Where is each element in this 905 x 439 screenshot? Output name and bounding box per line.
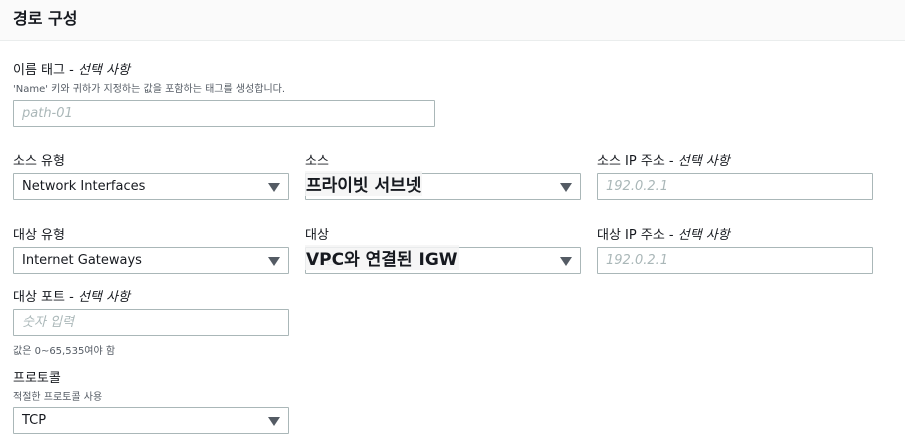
protocol-value: TCP bbox=[22, 413, 47, 428]
name-tag-input[interactable] bbox=[13, 100, 435, 127]
dest-type-value: Internet Gateways bbox=[22, 253, 142, 268]
protocol-select[interactable]: TCP bbox=[13, 407, 289, 434]
name-tag-label: 이름 태그 - 선택 사항 bbox=[13, 63, 130, 78]
dest-port-hint: 값은 0~65,535여야 함 bbox=[13, 346, 116, 357]
dest-label: 대상 bbox=[305, 228, 329, 243]
source-annotation: 프라이빗 서브넷 bbox=[305, 171, 423, 196]
source-type-label: 소스 유형 bbox=[13, 154, 65, 169]
dest-ip-input[interactable] bbox=[597, 247, 873, 274]
source-type-select[interactable]: Network Interfaces bbox=[13, 173, 289, 200]
dropdown-arrow-icon bbox=[560, 257, 572, 266]
source-ip-input[interactable] bbox=[597, 173, 873, 200]
page-title: 경로 구성 bbox=[13, 9, 78, 28]
dest-port-label: 대상 포트 - 선택 사항 bbox=[13, 290, 130, 305]
dropdown-arrow-icon bbox=[268, 257, 280, 266]
dropdown-arrow-icon bbox=[560, 183, 572, 192]
dest-annotation: VPC와 연결된 IGW bbox=[305, 245, 459, 270]
dropdown-arrow-icon bbox=[268, 183, 280, 192]
source-type-value: Network Interfaces bbox=[22, 179, 146, 194]
dest-type-select[interactable]: Internet Gateways bbox=[13, 247, 289, 274]
protocol-label: 프로토콜 bbox=[13, 371, 61, 386]
dest-type-label: 대상 유형 bbox=[13, 228, 65, 243]
source-label: 소스 bbox=[305, 154, 329, 169]
protocol-description: 적절한 프로토콜 사용 bbox=[13, 392, 103, 403]
dest-port-input[interactable] bbox=[13, 309, 289, 336]
dest-ip-label: 대상 IP 주소 - 선택 사항 bbox=[597, 228, 730, 243]
name-tag-description: 'Name' 키와 귀하가 지정하는 값을 포함하는 태그를 생성합니다. bbox=[13, 84, 286, 95]
section-header: 경로 구성 bbox=[0, 0, 905, 41]
dropdown-arrow-icon bbox=[268, 417, 280, 426]
source-ip-label: 소스 IP 주소 - 선택 사항 bbox=[597, 154, 730, 169]
